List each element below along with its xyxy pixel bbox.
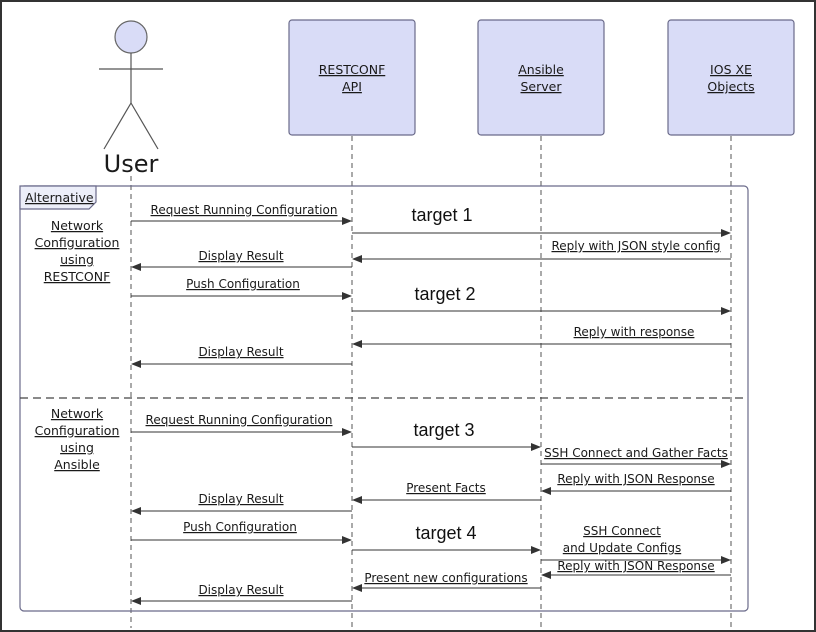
msg-s1-display2-label: Display Result (198, 345, 283, 359)
msg-s1-display1-label: Display Result (198, 249, 283, 263)
section2-label-4: Ansible (54, 457, 100, 472)
msg-s2-ssh-gather-label: SSH Connect and Gather Facts (544, 446, 728, 460)
msg-s2-request-label: Request Running Configuration (146, 413, 333, 427)
participant-user-label: User (104, 150, 159, 178)
msg-s1-request-label: Request Running Configuration (151, 203, 338, 217)
section2-label-2: Configuration (35, 423, 120, 438)
msg-s2-present-new-label: Present new configurations (364, 571, 527, 585)
participant-restconf-label-1: RESTCONF (319, 62, 386, 77)
msg-s1-target1-label: target 1 (411, 205, 472, 225)
msg-s2-reply-json1-label: Reply with JSON Response (557, 472, 714, 486)
msg-s2-display2-label: Display Result (198, 583, 283, 597)
participant-iosxe-label-2: Objects (707, 79, 754, 94)
msg-s1-target2-label: target 2 (414, 284, 475, 304)
participant-restconf-label-2: API (342, 79, 362, 94)
msg-s2-target3-label: target 3 (413, 420, 474, 440)
section2-label-1: Network (51, 406, 104, 421)
msg-s1-push-label: Push Configuration (186, 277, 300, 291)
msg-s2-ssh-update-label-1: SSH Connect (583, 524, 661, 538)
msg-s1-reply-label: Reply with JSON style config (551, 239, 720, 253)
section1-label-1: Network (51, 218, 104, 233)
participant-iosxe-box (667, 19, 795, 136)
alt-fragment-tag (19, 185, 97, 210)
msg-s2-present-facts-label: Present Facts (406, 481, 486, 495)
participant-ansible-label-2: Server (521, 79, 563, 94)
section1-label-2: Configuration (35, 235, 120, 250)
section1-label-4: RESTCONF (44, 269, 111, 284)
msg-s2-push-label: Push Configuration (183, 520, 297, 534)
section2-label-3: using (60, 440, 94, 455)
alt-fragment-tag-label: Alternative (25, 190, 94, 205)
participant-iosxe-label-1: IOS XE (710, 62, 752, 77)
msg-s1-reply-response-label: Reply with response (574, 325, 695, 339)
user-actor-icon (99, 20, 163, 150)
msg-s2-reply-json2-label: Reply with JSON Response (557, 559, 714, 573)
participant-ansible-box (477, 19, 605, 136)
section1-label-3: using (60, 252, 94, 267)
participant-ansible-label-1: Ansible (518, 62, 564, 77)
msg-s2-target4-label: target 4 (415, 523, 476, 543)
msg-s2-ssh-update-label-2: and Update Configs (563, 541, 681, 555)
msg-s2-display1-label: Display Result (198, 492, 283, 506)
participant-restconf-box (288, 19, 416, 136)
